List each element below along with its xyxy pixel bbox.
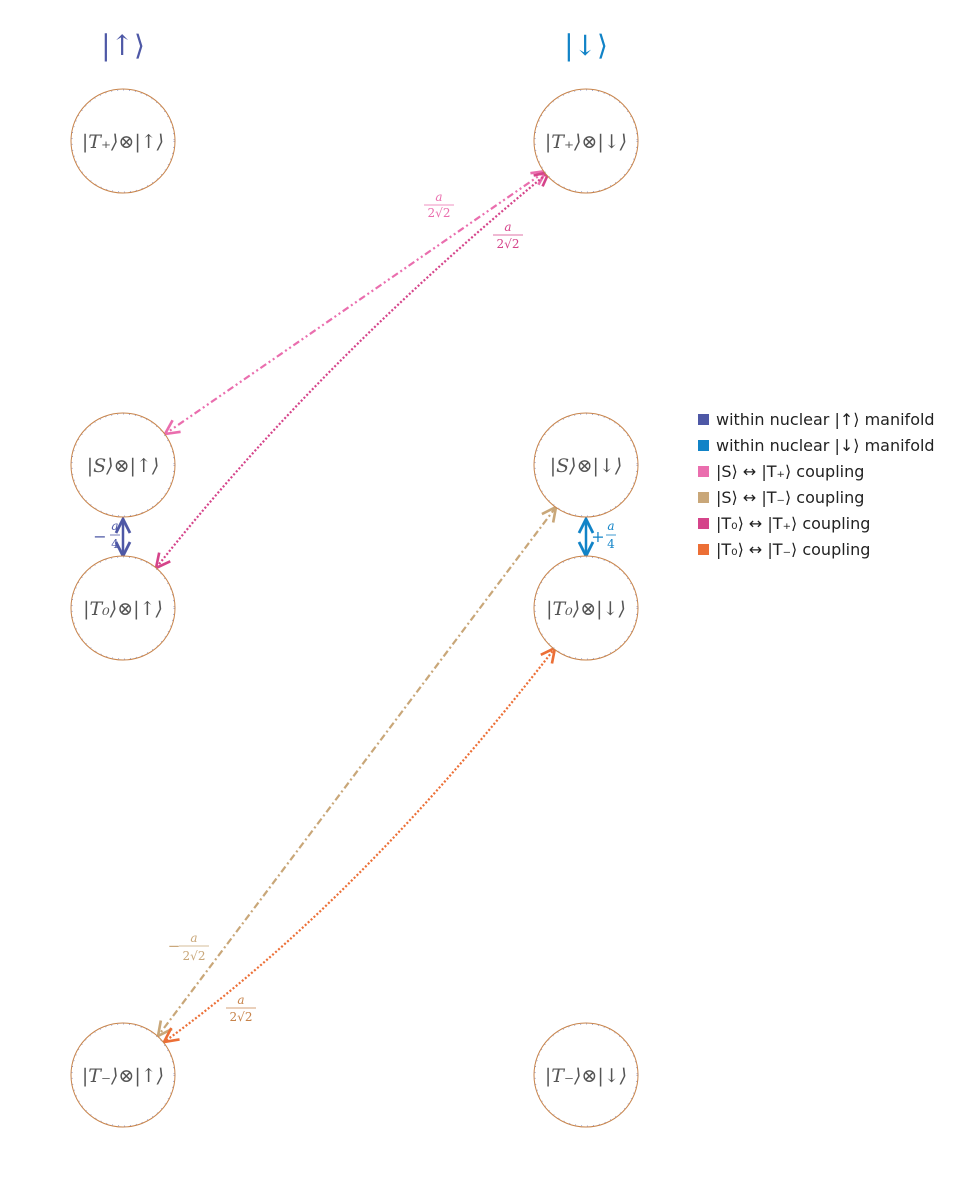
coupling-sign: − xyxy=(93,527,106,546)
legend-item-s-tplus: |S⟩ ↔ |T₊⟩ coupling xyxy=(698,458,963,484)
state-label: |S⟩⊗|↓⟩ xyxy=(550,455,622,477)
coupling-s-tplus xyxy=(165,171,546,434)
state-label: |T₊⟩⊗|↓⟩ xyxy=(545,131,627,153)
legend-label: within nuclear |↑⟩ manifold xyxy=(716,409,935,429)
state-label: |T₋⟩⊗|↓⟩ xyxy=(545,1065,627,1087)
coupling-sign: − xyxy=(168,937,181,955)
state-node-tminus-up: |T₋⟩⊗|↑⟩ xyxy=(70,1022,176,1128)
coupling-t0-tminus xyxy=(164,648,555,1042)
coupling-numerator: a xyxy=(504,220,511,234)
state-node-tminus-down: |T₋⟩⊗|↓⟩ xyxy=(533,1022,639,1128)
coupling-denominator: 2√2 xyxy=(183,949,206,963)
legend-item-t0-tplus: |T₀⟩ ↔ |T₊⟩ coupling xyxy=(698,510,963,536)
legend-swatch xyxy=(698,517,709,529)
legend-label: within nuclear |↓⟩ manifold xyxy=(716,435,935,455)
legend-swatch xyxy=(698,543,709,555)
legend-item-s-tminus: |S⟩ ↔ |T₋⟩ coupling xyxy=(698,484,963,510)
legend-swatch xyxy=(698,413,709,425)
legend-label: |S⟩ ↔ |T₊⟩ coupling xyxy=(716,461,865,481)
legend-swatch xyxy=(698,439,709,451)
legend-item-within-down: within nuclear |↓⟩ manifold xyxy=(698,432,963,458)
coupling-denominator: 2√2 xyxy=(230,1010,253,1024)
legend-label: |T₀⟩ ↔ |T₋⟩ coupling xyxy=(716,539,871,559)
coupling-denominator: 4 xyxy=(607,537,615,551)
coupling-label-within-up: − a 4 xyxy=(93,519,120,551)
legend-item-within-up: within nuclear |↑⟩ manifold xyxy=(698,406,963,432)
state-label: |T₊⟩⊗|↑⟩ xyxy=(82,131,164,153)
state-node-tplus-up: |T₊⟩⊗|↑⟩ xyxy=(70,88,176,194)
legend: within nuclear |↑⟩ manifold within nucle… xyxy=(698,406,963,562)
coupling-sign: + xyxy=(591,527,604,546)
coupling-numerator: a xyxy=(111,519,118,533)
coupling-label-t0-tplus: a 2√2 xyxy=(493,220,523,251)
coupling-denominator: 2√2 xyxy=(428,206,451,220)
coupling-denominator: 2√2 xyxy=(497,237,520,251)
state-label: |T₋⟩⊗|↑⟩ xyxy=(82,1065,164,1087)
coupling-numerator: a xyxy=(435,190,442,204)
coupling-label-t0-tminus: a 2√2 xyxy=(226,993,256,1024)
coupling-label-s-tminus: − a 2√2 xyxy=(168,931,209,963)
state-node-t0-up: |T₀⟩⊗|↑⟩ xyxy=(70,555,176,661)
legend-swatch xyxy=(698,465,709,477)
coupling-label-s-tplus: a 2√2 xyxy=(424,190,454,220)
coupling-numerator: a xyxy=(607,519,614,533)
coupling-numerator: a xyxy=(190,931,197,945)
state-node-s-down: |S⟩⊗|↓⟩ xyxy=(533,412,639,518)
coupling-denominator: 4 xyxy=(111,537,119,551)
legend-label: |T₀⟩ ↔ |T₊⟩ coupling xyxy=(716,513,871,533)
state-label: |T₀⟩⊗|↑⟩ xyxy=(83,598,163,620)
legend-item-t0-tminus: |T₀⟩ ↔ |T₋⟩ coupling xyxy=(698,536,963,562)
coupling-s-tminus xyxy=(158,507,556,1036)
legend-swatch xyxy=(698,491,709,503)
coupling-t0-tplus xyxy=(156,172,549,568)
state-node-tplus-down: |T₊⟩⊗|↓⟩ xyxy=(533,88,639,194)
coupling-numerator: a xyxy=(237,993,244,1007)
state-label: |T₀⟩⊗|↓⟩ xyxy=(546,598,626,620)
header-nuclear-down: |↓⟩ xyxy=(564,29,608,62)
state-node-t0-down: |T₀⟩⊗|↓⟩ xyxy=(533,555,639,661)
state-node-s-up: |S⟩⊗|↑⟩ xyxy=(70,412,176,518)
state-label: |S⟩⊗|↑⟩ xyxy=(87,455,159,477)
legend-label: |S⟩ ↔ |T₋⟩ coupling xyxy=(716,487,865,507)
header-nuclear-up: |↑⟩ xyxy=(101,29,145,62)
coupling-label-within-down: + a 4 xyxy=(591,519,616,551)
